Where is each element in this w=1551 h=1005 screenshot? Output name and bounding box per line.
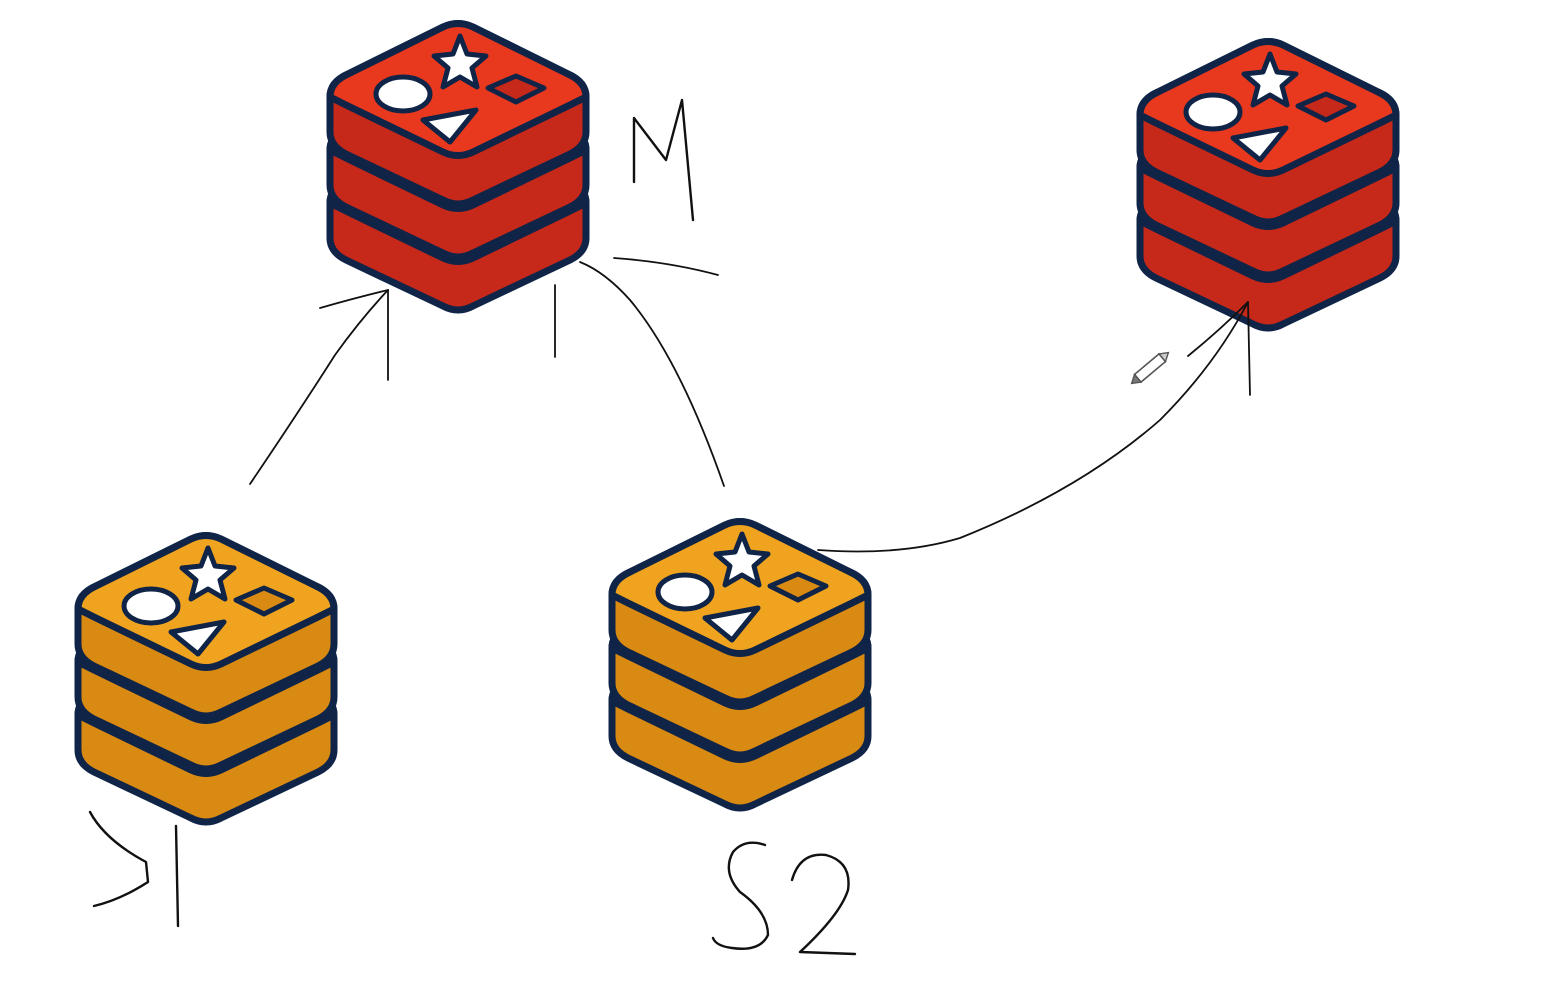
label-s1 [88,810,180,928]
master-node-icon [330,24,586,311]
replica-new-node-icon [1140,42,1396,329]
edge-s2-to-replica [817,301,1251,553]
label-m [632,98,695,222]
label-s2 [711,841,857,956]
s1-node-icon [78,536,334,823]
edge-s2-to-master [554,257,725,487]
s2-node-icon [612,522,868,809]
edge-s1-to-master [249,289,389,485]
pencil-icon [1130,351,1170,385]
